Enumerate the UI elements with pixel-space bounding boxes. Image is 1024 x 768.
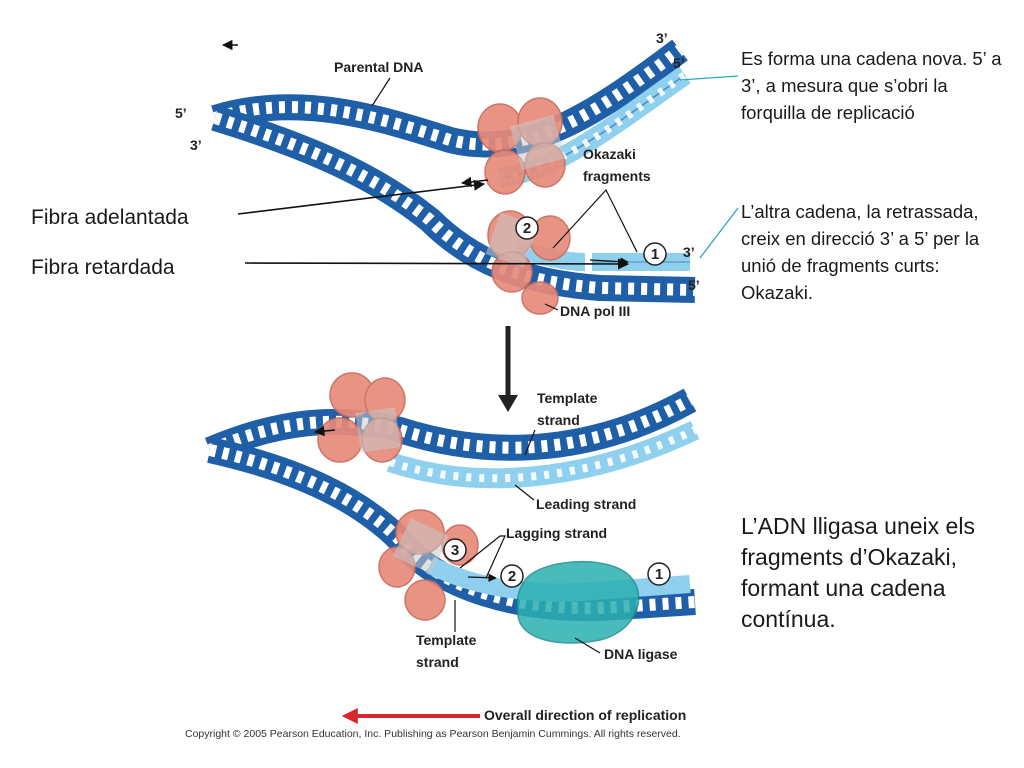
- pointer-fibra-adelantada: [237, 179, 486, 215]
- label-template-bottom-2: strand: [416, 654, 459, 670]
- label-template-top-1: Template: [537, 390, 598, 406]
- end-left-5: 5’: [175, 105, 187, 121]
- label-leading-strand: Leading strand: [536, 496, 636, 512]
- label-lagging-strand: Lagging strand: [506, 525, 607, 541]
- annotation-fibra-retardada: Fibra retardada: [31, 256, 175, 279]
- end-top-right-5: 5’: [673, 55, 685, 71]
- label-okazaki-2: fragments: [583, 168, 651, 184]
- label-okazaki-1: Okazaki: [583, 146, 636, 162]
- bottom-leading-strand: [386, 420, 700, 489]
- dna-pol-bottom-leading: [317, 372, 406, 463]
- fragment-number-bottom-3: 3: [443, 538, 467, 562]
- fragment-number-bottom-2: 2: [500, 564, 524, 588]
- note-lagging-strand: L’altra cadena, la retrassada, creix en …: [741, 201, 980, 303]
- annotation-fibra-adelantada: Fibra adelantada: [31, 206, 189, 229]
- end-top-right-3: 3’: [656, 30, 668, 46]
- fragment-number-top-1: 1: [643, 242, 667, 266]
- end-lower-right-5: 5’: [688, 277, 700, 293]
- fragment-number-top-2: 2: [515, 216, 539, 240]
- label-overall-direction: Overall direction of replication: [484, 707, 686, 723]
- end-lower-right-3: 3’: [683, 244, 695, 260]
- label-dna-pol: DNA pol III: [560, 303, 630, 319]
- label-template-top-2: strand: [537, 412, 580, 428]
- svg-text:1: 1: [651, 246, 659, 263]
- svg-text:1: 1: [655, 566, 663, 583]
- label-template-bottom-1: Template: [416, 632, 477, 648]
- pointer-note-leading: [679, 75, 739, 81]
- svg-text:3: 3: [451, 542, 459, 559]
- copyright-text: Copyright © 2005 Pearson Education, Inc.…: [185, 728, 681, 740]
- dna-ligase: [516, 561, 640, 644]
- label-parental-dna: Parental DNA: [334, 59, 423, 75]
- end-left-3: 3’: [190, 137, 202, 153]
- note-leading-strand: Es forma una cadena nova. 5’ a 3’, a mes…: [741, 48, 1002, 123]
- note-dna-ligase: L’ADN lligasa uneix els fragments d’Okaz…: [741, 513, 975, 632]
- top-parental-rungs: [213, 45, 684, 151]
- svg-text:2: 2: [508, 568, 516, 585]
- svg-text:2: 2: [523, 220, 531, 237]
- pointer-note-lagging: [699, 207, 739, 259]
- fragment-number-bottom-1: 1: [647, 562, 671, 586]
- pointer-fibra-retardada: [244, 258, 630, 270]
- label-dna-ligase: DNA ligase: [604, 646, 678, 662]
